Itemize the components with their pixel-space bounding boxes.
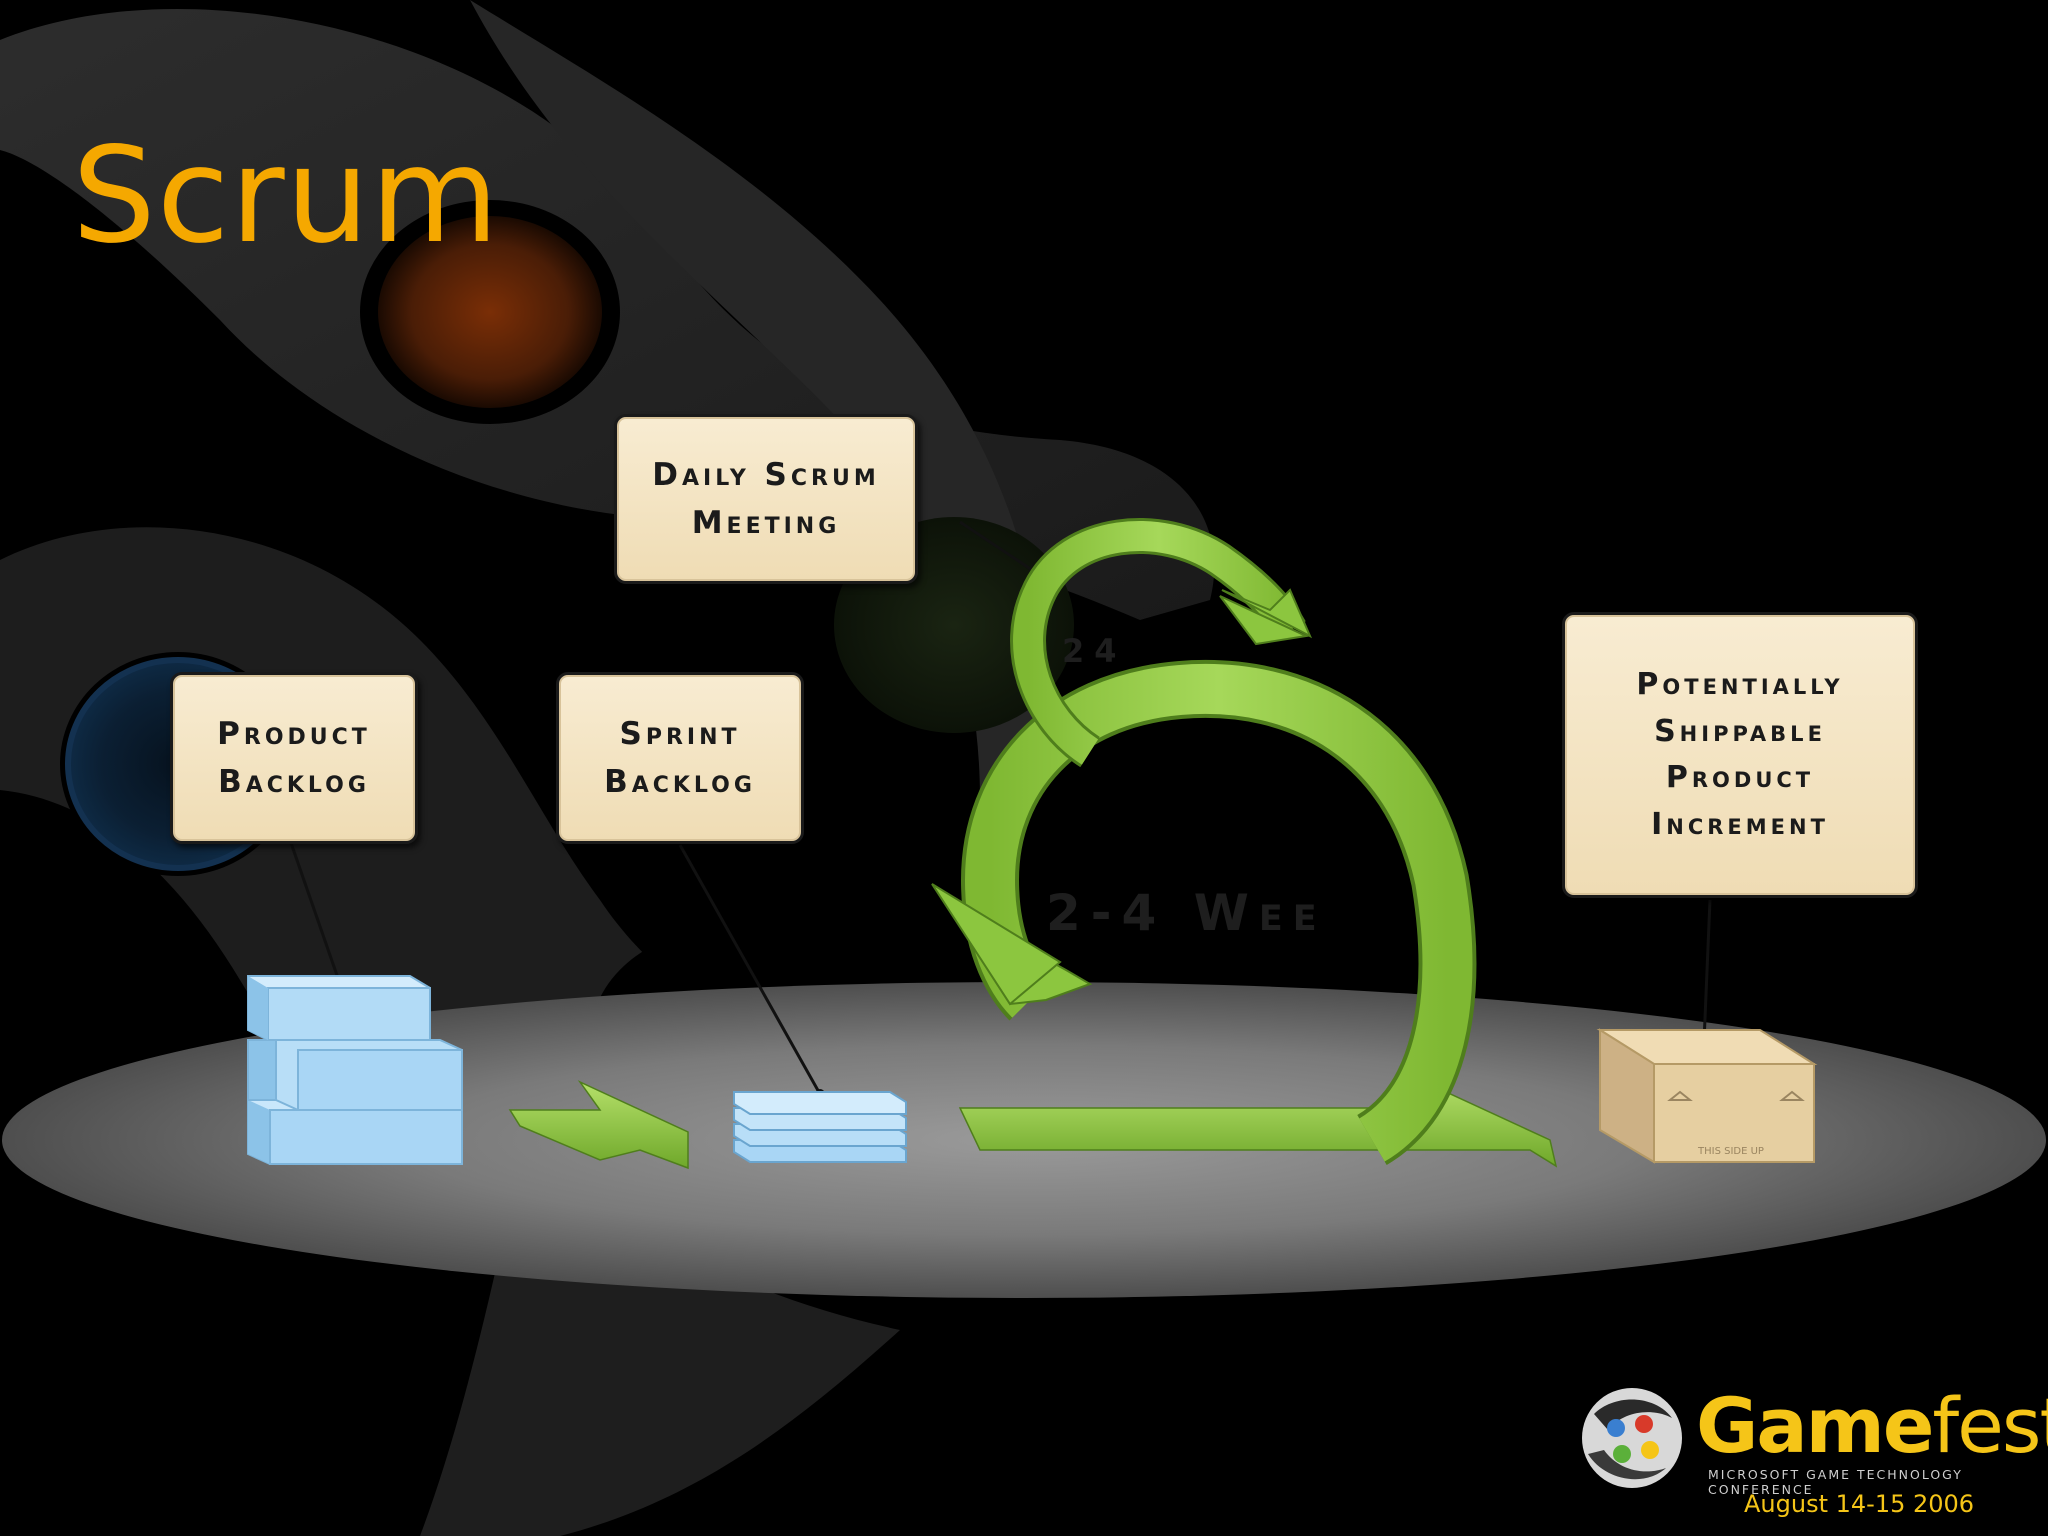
slide-title: Scrum <box>72 119 500 273</box>
increment-box: Potentially Shippable Product Increment <box>1562 612 1918 898</box>
arrow-head-inner <box>1219 595 1310 646</box>
sprint-cycle-label: 2-4 Wee <box>1046 884 1327 942</box>
gamefest-date: August 14-15 2006 <box>1744 1490 1975 1518</box>
daily-loop-inner <box>1013 521 1304 765</box>
product-backlog-label: Product Backlog <box>217 715 371 800</box>
daily-cycle-label: 24 <box>1062 632 1127 670</box>
arrow-head-outer <box>931 883 1062 1006</box>
increment-label: Potentially Shippable Product Increment <box>1636 667 1844 842</box>
sprint-backlog-label: Sprint Backlog <box>604 715 756 800</box>
gamefest-logo-text: Gamefest <box>1696 1388 2048 1464</box>
gamefest-logo-bold: Game <box>1696 1381 1934 1470</box>
connector-increment <box>1702 899 1712 1043</box>
gamefest-subtitle: MICROSOFT GAME TECHNOLOGY CONFERENCE <box>1708 1467 1963 1497</box>
daily-scrum-label: Daily Scrum Meeting <box>652 456 880 541</box>
daily-scrum-box: Daily Scrum Meeting <box>614 414 918 584</box>
gamefest-logo-light: fest <box>1932 1381 2048 1470</box>
arrow-to-sprint <box>508 1080 689 1170</box>
gamefest-logo-icon <box>1582 1388 1682 1488</box>
sprint-backlog-box: Sprint Backlog <box>556 672 804 844</box>
connector-sprint-backlog <box>678 844 822 1095</box>
product-backlog-box: Product Backlog <box>170 672 418 844</box>
crate-label: THIS SIDE UP <box>1697 1146 1764 1157</box>
connector-product-backlog <box>288 839 342 985</box>
sprint-loop-outer <box>964 664 1473 1162</box>
